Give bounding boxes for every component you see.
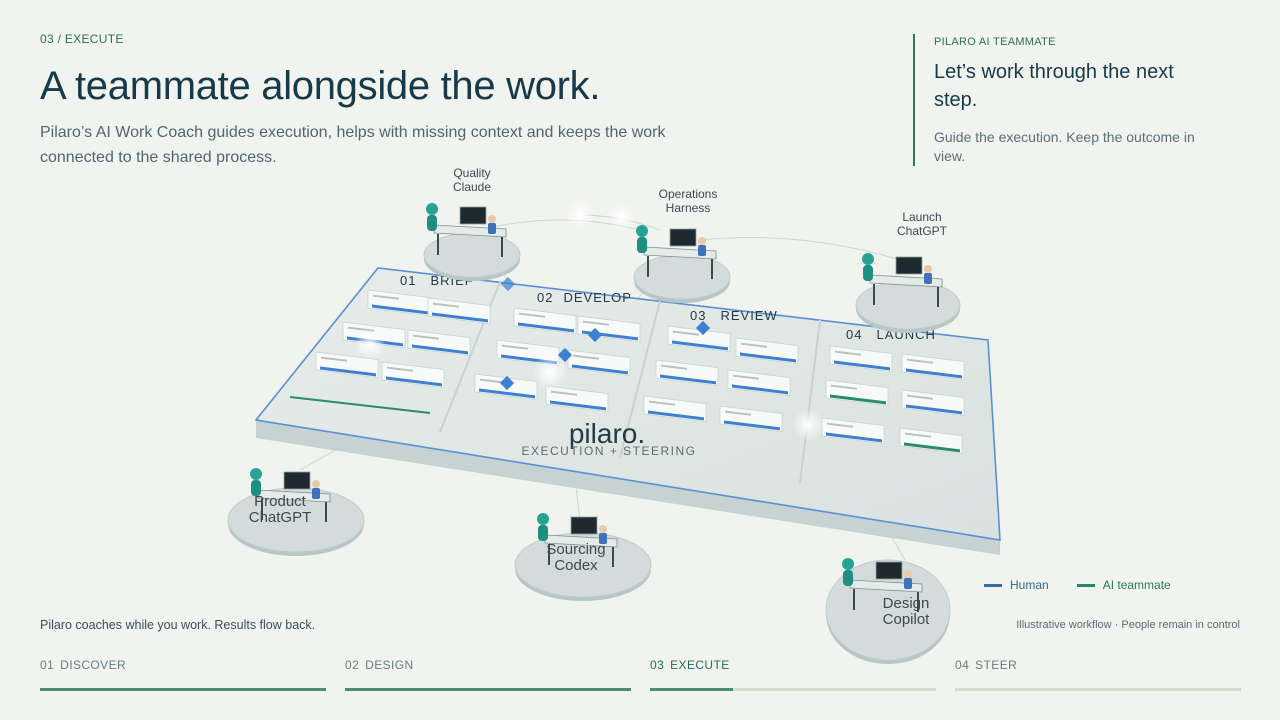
board-brand: pilaro. <box>569 418 645 449</box>
task-card <box>545 385 609 413</box>
flow-nodes <box>499 276 711 391</box>
task-card <box>735 337 799 365</box>
station-agent-label: ChatGPT <box>897 224 948 238</box>
monitor-icon <box>895 256 923 275</box>
monitor-icon <box>669 228 697 247</box>
task-card <box>829 345 893 373</box>
station-agent-label: Claude <box>453 180 491 194</box>
task-card <box>407 329 471 357</box>
monitor-icon <box>875 561 903 580</box>
task-card <box>901 389 965 417</box>
glow-highlights <box>354 201 824 441</box>
station-role-label: Quality <box>453 166 490 180</box>
station-role-label: Sourcing <box>546 541 605 558</box>
ai-teammate-icon <box>426 203 438 215</box>
teammate-callout: PILARO AI TEAMMATE Let’s work through th… <box>913 34 1213 166</box>
task-card <box>667 325 731 353</box>
ai-teammate-icon <box>537 513 549 525</box>
board-tagline: EXECUTION + STEERING <box>521 444 696 458</box>
ai-teammate-icon <box>250 468 262 480</box>
task-card <box>825 379 889 407</box>
caption-disclaimer: Illustrative workflow · People remain in… <box>1016 619 1240 631</box>
legend-ai-label: AI teammate <box>1102 578 1171 592</box>
monitor-icon <box>570 516 598 535</box>
task-card <box>643 395 707 423</box>
human-icon <box>904 578 912 589</box>
monitor-icon <box>459 206 487 225</box>
station-role-label: Operations <box>659 187 718 201</box>
station-role-label: Design <box>883 595 930 612</box>
human-icon <box>698 245 706 256</box>
human-icon <box>312 488 320 499</box>
callout-eyebrow: PILARO AI TEAMMATE <box>934 36 1056 48</box>
caption-coaching: Pilaro coaches while you work. Results f… <box>40 618 316 632</box>
step-execute-bar <box>650 688 936 691</box>
legend-human-label: Human <box>1010 578 1049 592</box>
monitor-icon <box>283 471 311 490</box>
ai-teammate-icon <box>862 253 874 265</box>
section-eyebrow: 03 / EXECUTE <box>40 32 124 46</box>
task-card <box>821 417 885 445</box>
legend-human: Human <box>984 578 1049 592</box>
station-role-label: Product <box>254 493 307 510</box>
task-card <box>899 427 963 455</box>
callout-title: Let’s work through the next step. <box>934 61 1174 111</box>
step-discover-bar <box>40 688 326 691</box>
callout-body: Guide the execution. Keep the outcome in… <box>934 129 1195 164</box>
task-card <box>381 361 445 389</box>
platform-front <box>256 420 1000 555</box>
station-role-label: Launch <box>902 210 941 224</box>
page-title: A teammate alongside the work. <box>40 64 601 108</box>
task-card <box>901 353 965 381</box>
ai-teammate-icon <box>636 225 648 237</box>
human-icon <box>488 223 496 234</box>
station-agent-label: Copilot <box>883 611 931 628</box>
step-design-bar <box>345 688 631 691</box>
task-card <box>567 349 631 377</box>
legend-ai: AI teammate <box>1076 578 1171 592</box>
task-card <box>513 307 577 335</box>
task-card <box>727 369 791 397</box>
human-icon <box>924 273 932 284</box>
step-steer-bar <box>955 688 1241 691</box>
page-subtitle: Pilaro’s AI Work Coach guides execution,… <box>40 124 666 166</box>
ai-teammate-icon <box>842 558 854 570</box>
task-card <box>427 297 491 325</box>
legend-ai-swatch <box>1076 583 1095 587</box>
task-card <box>719 405 783 433</box>
human-icon <box>599 533 607 544</box>
station-agent-label: Codex <box>554 557 598 574</box>
legend: Human AI teammate <box>984 578 1171 592</box>
task-card <box>655 359 719 387</box>
legend-human-swatch <box>984 583 1002 587</box>
brief-progress-line <box>289 396 431 414</box>
station-agent-label: ChatGPT <box>249 509 312 526</box>
task-card <box>367 289 431 317</box>
station-agent-label: Harness <box>666 201 711 215</box>
